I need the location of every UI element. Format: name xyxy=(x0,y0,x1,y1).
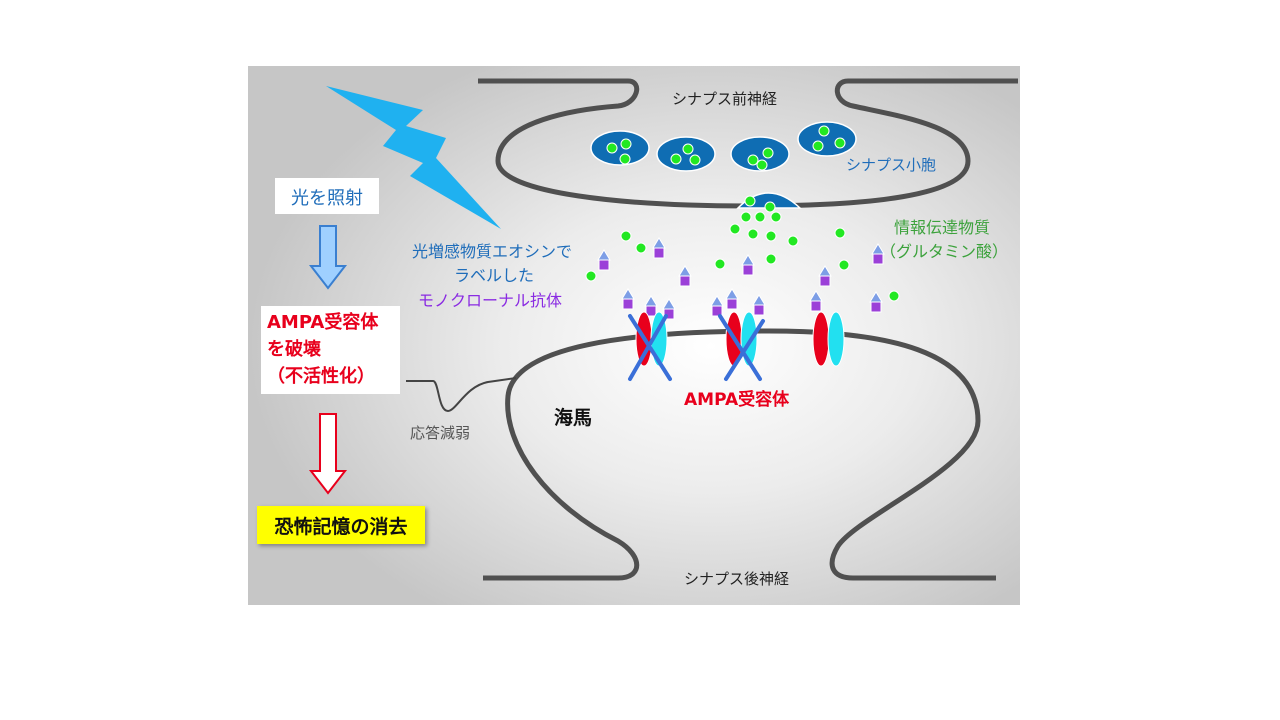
vesicle-1 xyxy=(590,130,650,166)
flow-step-destroy-line3: （不活性化） xyxy=(267,366,375,387)
flow-step-light-text: 光を照射 xyxy=(291,188,363,209)
flow-step-destroy-line2: を破壊 xyxy=(267,339,321,360)
flow-step-erase-text: 恐怖記憶の消去 xyxy=(274,516,408,538)
synaptic-vesicles xyxy=(590,121,857,209)
glutamate-dots xyxy=(585,125,900,302)
flow-step-light: 光を照射 xyxy=(275,178,379,214)
pre-neuron-label: シナプス前神経 xyxy=(672,90,778,108)
antibodies xyxy=(597,237,885,320)
antibody-bodies xyxy=(598,247,884,320)
arrow-down-red-icon xyxy=(308,413,348,495)
post-neuron-label: シナプス後神経 xyxy=(684,570,790,588)
synapse-diagram xyxy=(308,78,1018,581)
cross-marks xyxy=(628,314,765,381)
flow-step-destroy: AMPA受容体 を破壊 （不活性化） xyxy=(261,306,400,394)
flow-step-erase: 恐怖記憶の消去 xyxy=(257,506,425,544)
slide: シナプス前神経 シナプス後神経 シナプス小胞 情報伝達物質 （グルタミン酸） 光… xyxy=(248,66,1020,605)
flow-step-destroy-line1: AMPA受容体 xyxy=(267,312,379,333)
lightning-icon xyxy=(326,86,501,229)
arrow-down-blue-icon xyxy=(308,225,348,290)
ampa-receptor-2-cyan xyxy=(740,311,758,367)
response-trace-icon xyxy=(406,377,517,413)
photosensitizer-label-line2: ラベルした xyxy=(454,266,535,285)
ampa-receptor-3-cyan xyxy=(827,311,845,367)
postsynaptic-membrane xyxy=(483,328,996,581)
transmitter-label-line2: （グルタミン酸） xyxy=(880,242,1009,261)
antibody-label: モノクローナル抗体 xyxy=(418,291,563,310)
ampa-receptor-3-red xyxy=(812,311,830,367)
response-label: 応答減弱 xyxy=(410,424,471,442)
transmitter-label-line1: 情報伝達物質 xyxy=(894,218,991,237)
cross-icon xyxy=(718,314,762,381)
hippocampus-label: 海馬 xyxy=(554,407,593,429)
photosensitizer-label-line1: 光増感物質エオシンで xyxy=(412,242,573,261)
vesicle-3 xyxy=(730,136,790,172)
ampa-receptor-label: AMPA受容体 xyxy=(684,390,790,410)
vesicle-label: シナプス小胞 xyxy=(846,156,937,174)
